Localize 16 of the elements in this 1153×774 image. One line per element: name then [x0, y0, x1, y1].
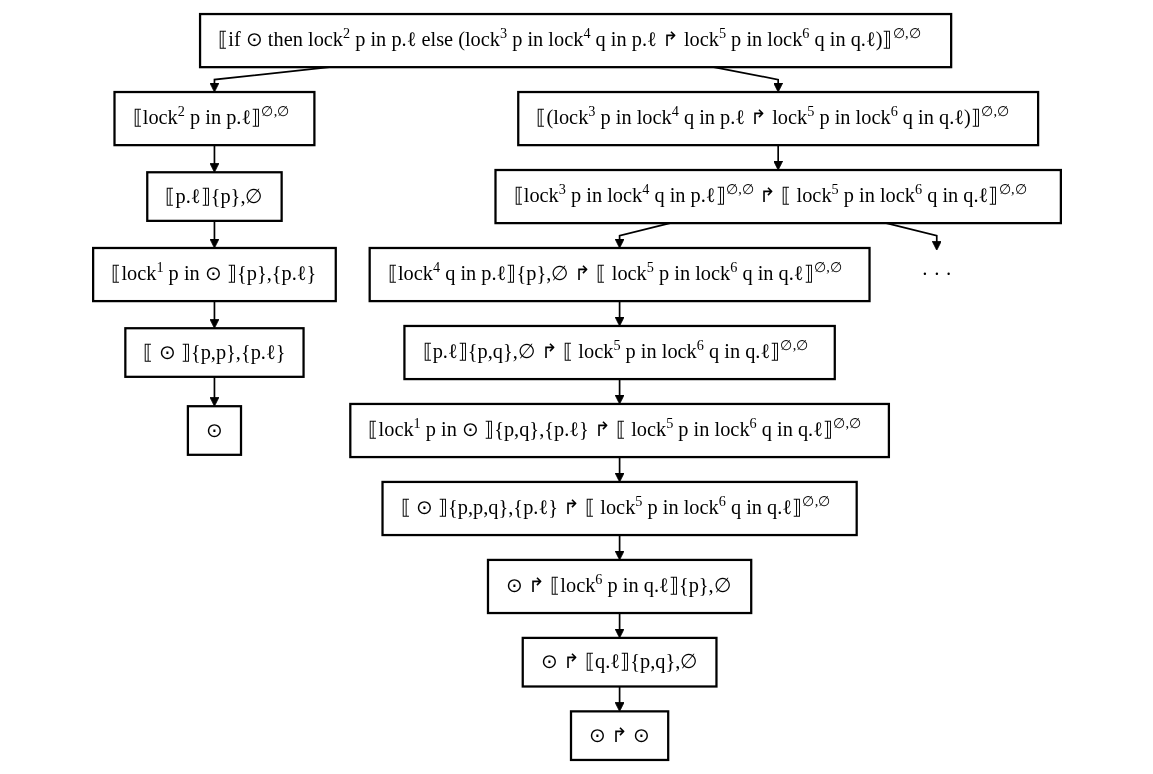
node-box: ⟦ ⊙ ⟧{p,p,q},{p.ℓ} ↱ ⟦ lock$^{5}$ p in lock$^{6}$ q in q.ℓ⟧$^{∅,∅}$	[380, 480, 858, 537]
node-box: ⟦p.ℓ⟧{p},∅	[145, 171, 283, 222]
node-box: ⟦lock$^{2}$ p in p.ℓ⟧$^{∅,∅}$	[112, 90, 316, 147]
node-box: ⊙ ↱ ⊙	[569, 710, 669, 762]
node-box: ⊙ ↱ ⟦q.ℓ⟧{p,q},∅	[521, 636, 718, 688]
node-box: ⟦lock$^{4}$ q in p.ℓ⟧{p},∅ ↱ ⟦ lock$^{5}$ p in lock$^{6}$ q in q.ℓ⟧$^{∅,∅}$	[368, 246, 871, 303]
node-box: ⟦ ⊙ ⟧{p,p},{p.ℓ}	[123, 327, 305, 378]
node-text: · · ·	[921, 262, 952, 286]
node-box: ⟦p.ℓ⟧{p,q},∅ ↱ ⟦ lock$^{5}$ p in lock$^{6}$ q in q.ℓ⟧$^{∅,∅}$	[402, 324, 836, 381]
node-box: ⊙	[186, 405, 242, 456]
node-box: ⟦lock$^{3}$ p in lock$^{4}$ q in p.ℓ⟧$^{∅,∅}$ ↱ ⟦ lock$^{5}$ p in lock$^{6}$ q in q.ℓ⟧$^{∅,∅}$	[493, 168, 1062, 225]
node-box: ⟦(lock$^{3}$ p in lock$^{4}$ q in p.ℓ ↱ lock$^{5}$ p in lock$^{6}$ q in q.ℓ)⟧$^{∅,∅}$	[516, 90, 1039, 147]
node-box: ⟦lock$^{1}$ p in ⊙ ⟧{p},{p.ℓ}	[91, 246, 337, 303]
node-box: ⊙ ↱ ⟦lock$^{6}$ p in q.ℓ⟧{p},∅	[486, 558, 752, 615]
node-box: ⟦lock$^{1}$ p in ⊙ ⟧{p,q},{p.ℓ} ↱ ⟦ lock$^{5}$ p in lock$^{6}$ q in q.ℓ⟧$^{∅,∅}$	[348, 402, 890, 459]
node-box: ⟦if ⊙ then lock$^{2}$ p in p.ℓ else (lock$^{3}$ p in lock$^{4}$ q in p.ℓ ↱ lock$^{5}$ p in lock$^{6}$ q in q.ℓ)⟧$^{∅,∅}$	[198, 12, 952, 69]
